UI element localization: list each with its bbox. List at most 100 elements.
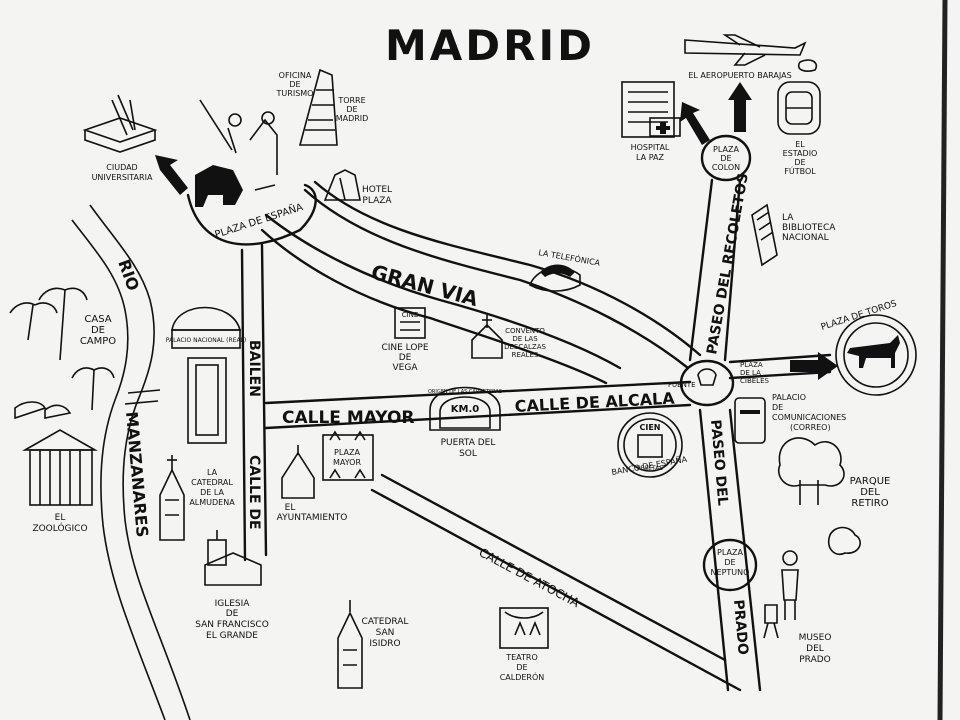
retiro-line3: RETIRO bbox=[851, 498, 888, 509]
prado-label-1: PASEO DEL bbox=[707, 419, 730, 506]
casa-line3: CAMPO bbox=[80, 336, 116, 347]
teatro-line2: DE bbox=[516, 663, 527, 672]
biblio-line1: LA bbox=[782, 213, 794, 223]
prado-label-2: PRADO bbox=[730, 599, 751, 656]
estadio-line3: DE bbox=[794, 158, 805, 167]
map-title: MADRID bbox=[385, 21, 595, 70]
palacio-label: PALACIO NACIONAL (REAL) bbox=[166, 337, 247, 344]
theater-icon bbox=[499, 607, 549, 649]
palacio-icon bbox=[171, 306, 242, 444]
museo-line1: MUSEO bbox=[799, 633, 832, 643]
ayunt-line1: EL bbox=[285, 503, 296, 513]
cine-line2: DE bbox=[399, 353, 412, 363]
km-zero-icon bbox=[429, 386, 501, 431]
arrow-hospital-icon bbox=[680, 102, 710, 145]
bull-ring-icon bbox=[835, 314, 917, 396]
airplane-icon bbox=[684, 34, 818, 72]
fountain-icon bbox=[697, 368, 717, 386]
convento-line3: DESCALZAS bbox=[504, 343, 546, 351]
trees-icon bbox=[778, 437, 861, 555]
bailen-label: BAILEN bbox=[246, 340, 262, 397]
turismo-line2: DE bbox=[289, 80, 300, 89]
almudena-line4: ALMUDENA bbox=[189, 498, 235, 507]
calle-mayor-label: CALLE MAYOR bbox=[282, 408, 415, 428]
zoo-line1: EL bbox=[55, 513, 66, 523]
museo-statue-icon bbox=[763, 550, 799, 639]
estadio-line1: EL bbox=[795, 140, 805, 149]
isidro-line2: SAN bbox=[376, 628, 395, 638]
cibeles-line2: DE LA bbox=[740, 369, 761, 377]
sol-line2: SOL bbox=[459, 449, 477, 459]
zoo-line2: ZOOLÓGICO bbox=[32, 522, 87, 534]
estadio-line2: ESTADIO bbox=[783, 149, 818, 158]
ciudad-univ-line1: CIUDAD bbox=[106, 163, 137, 172]
almudena-line1: LA bbox=[207, 468, 218, 477]
arrow-airport-icon bbox=[728, 82, 752, 132]
km-ring-label: ORIGEN DE LAS CARRETERAS bbox=[428, 389, 502, 395]
turismo-line3: TURISMO bbox=[276, 89, 314, 98]
casa-line2: DE bbox=[91, 325, 105, 336]
hospital-icon bbox=[621, 81, 681, 138]
almudena-line2: CATEDRAL bbox=[191, 478, 233, 487]
cine-sign: CINE bbox=[402, 311, 419, 319]
torre-line3: MADRID bbox=[336, 114, 369, 123]
ayuntamiento-icon bbox=[281, 445, 315, 499]
coin-icon bbox=[617, 412, 683, 478]
biblio-line3: NACIONAL bbox=[782, 233, 829, 243]
museo-line3: PRADO bbox=[799, 655, 831, 665]
cine-line3: VEGA bbox=[393, 363, 419, 373]
ciudad-univ-line2: UNIVERSITARIA bbox=[92, 173, 153, 182]
iglesia-line2: DE bbox=[226, 609, 239, 619]
catedral-almudena-icon bbox=[159, 455, 185, 541]
teatro-line3: CALDERÓN bbox=[500, 671, 545, 682]
aeropuerto-label: EL AEROPUERTO BARAJAS bbox=[688, 71, 791, 80]
iglesia-line4: EL GRANDE bbox=[206, 631, 258, 641]
cibeles-line1: PLAZA bbox=[740, 361, 763, 369]
comunic-line2: DE bbox=[772, 403, 783, 412]
palm-trees-icon bbox=[9, 287, 115, 420]
rio-manzanares bbox=[71, 204, 191, 720]
book-icon bbox=[82, 94, 158, 153]
colon-line3: COLON bbox=[712, 163, 740, 172]
biblio-line2: BIBLIOTECA bbox=[782, 223, 836, 233]
hospital-line2: LA PAZ bbox=[636, 153, 664, 162]
plaza-mayor-icon bbox=[322, 430, 374, 481]
convento-icon bbox=[471, 315, 503, 359]
colon-line2: DE bbox=[720, 154, 731, 163]
seal-line1: CIEN bbox=[639, 423, 660, 432]
torre-line1: TORRE bbox=[337, 96, 365, 105]
turismo-line1: OFICINA bbox=[279, 71, 312, 80]
convento-line4: REALES bbox=[512, 351, 539, 359]
arrow-toros-icon bbox=[790, 352, 838, 380]
hospital-line1: HOSPITAL bbox=[631, 143, 670, 152]
km-label: KM.0 bbox=[451, 404, 479, 415]
retiro-line1: PARQUE bbox=[850, 476, 891, 487]
catedral-isidro-icon bbox=[337, 600, 363, 689]
arrow-ciudad-icon bbox=[155, 155, 188, 195]
hotel-icon bbox=[323, 169, 361, 201]
neptuno-line3: NEPTUNO bbox=[711, 568, 750, 577]
cinema-icon bbox=[394, 307, 426, 339]
telephone-icon bbox=[529, 264, 581, 292]
sol-line1: PUERTA DEL bbox=[441, 438, 496, 448]
calle-de-label: CALLE DE bbox=[246, 455, 262, 530]
cibeles-line3: CIBELES bbox=[740, 377, 770, 385]
colon-line1: PLAZA bbox=[713, 145, 739, 154]
retiro-line2: DEL bbox=[860, 487, 880, 498]
seal-line2: PESETAS bbox=[637, 465, 663, 472]
library-book-icon bbox=[751, 203, 778, 267]
estadio-line4: FÚTBOL bbox=[784, 165, 816, 176]
zoo-cage-icon bbox=[21, 429, 99, 506]
iglesia-icon bbox=[204, 530, 262, 586]
convento-line2: DE LAS bbox=[512, 335, 538, 343]
hotel-line1: HOTEL bbox=[362, 185, 392, 195]
comunic-line1: PALACIO bbox=[772, 393, 806, 402]
ayunt-line2: AYUNTAMIENTO bbox=[277, 513, 348, 523]
teatro-line1: TEATRO bbox=[505, 653, 538, 662]
plaza-mayor-line1: PLAZA bbox=[334, 448, 360, 457]
iglesia-line3: SAN FRANCISCO bbox=[195, 620, 269, 630]
fuente-label: FUENTE bbox=[668, 381, 696, 389]
hotel-line2: PLAZA bbox=[362, 196, 392, 206]
cine-line1: CINE LOPE bbox=[381, 343, 428, 353]
